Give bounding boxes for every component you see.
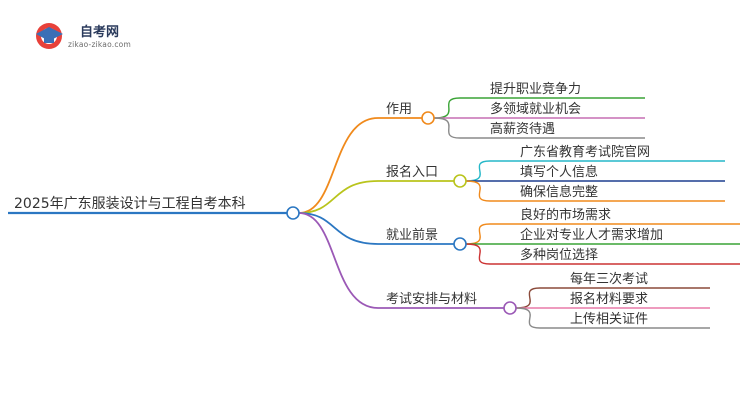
branch-3-child-3-connector [465,243,740,265]
branch-1-child-2-label: 多领域就业机会 [490,101,581,117]
branch-4-child-2-label: 报名材料要求 [570,291,648,307]
branch-3-child-2-label: 企业对专业人才需求增加 [520,227,663,243]
logo-subtitle: zikao-zikao.com [68,40,131,49]
root-node [286,206,300,220]
branch-1-label: 作用 [386,102,412,117]
branch-1-child-1-label: 提升职业竞争力 [490,81,581,97]
branch-1-connector [298,117,422,214]
branch-2-connector [298,180,454,214]
logo-title: 自考网 [80,25,120,40]
branch-4-child-1-label: 每年三次考试 [570,271,648,287]
root-label: 2025年广东服装设计与工程自考本科 [14,196,246,212]
branch-3-connector [298,212,454,245]
graduation-cap-icon [36,23,63,49]
branch-2-child-1-label: 广东省教育考试院官网 [520,144,650,160]
branch-4-node [503,301,517,315]
branch-4-connector [298,212,504,309]
branch-2-child-1-connector [465,160,725,182]
branch-4-child-3-label: 上传相关证件 [570,312,648,327]
mind-map-nodes: 2025年广东服装设计与工程自考本科 作用 提升职业竞争力多领域就业机会高薪资待遇报… [14,81,663,327]
branch-3-child-1-label: 良好的市场需求 [520,207,611,223]
branch-4-label: 考试安排与材料 [386,292,477,307]
mind-map-edges [8,97,740,329]
branch-3-child-1-connector [465,223,740,245]
branch-2-child-3-label: 确保信息完整 [520,184,598,200]
branch-3-node [453,237,467,251]
branch-4-child-3-connector [515,307,710,329]
branch-1-child-1-connector [433,97,645,119]
branch-1-node [421,111,435,125]
branch-2-child-3-connector [465,180,725,202]
site-logo [36,23,63,49]
branch-2-label: 报名入口 [386,164,438,180]
branch-3-child-3-label: 多种岗位选择 [520,247,598,263]
branch-1-child-3-label: 高薪资待遇 [490,121,555,137]
branch-3-label: 就业前景 [386,227,438,243]
branch-2-child-2-label: 填写个人信息 [520,164,598,180]
branch-4-child-1-connector [515,287,710,309]
branch-1-child-3-connector [433,117,645,139]
branch-2-node [453,174,467,188]
